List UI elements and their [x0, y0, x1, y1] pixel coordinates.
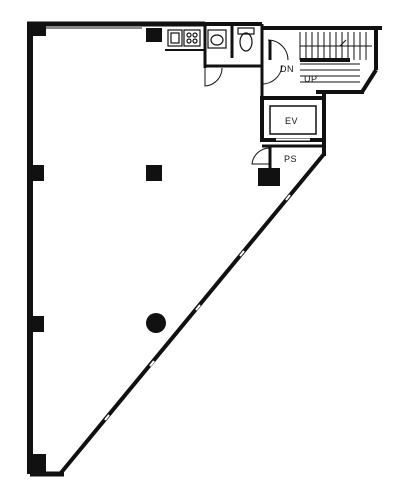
- toilet-icon: [237, 27, 255, 52]
- stair-enclosure: [262, 26, 382, 94]
- elevator-shaft: [260, 96, 326, 142]
- column-icon: [258, 168, 280, 186]
- columns: [30, 22, 280, 474]
- washbasin-icon: [207, 29, 227, 49]
- pipe-shaft-label: PS: [284, 154, 297, 164]
- column-icon: [146, 313, 166, 333]
- elevator-label: EV: [285, 116, 298, 126]
- outer-wall: [27, 21, 326, 477]
- stair-down-label: DN: [280, 64, 294, 74]
- column-icon: [146, 165, 162, 181]
- service-core: [165, 22, 264, 98]
- entrance-door: [261, 39, 289, 85]
- stove-icon: [183, 29, 201, 47]
- pipe-shaft: [251, 144, 324, 170]
- diagonal-window-marks: [104, 194, 291, 421]
- column-icon: [146, 28, 162, 42]
- column-icon: [30, 22, 46, 36]
- stair-up-label: UP: [304, 74, 318, 84]
- stair-arrow-icon: [300, 39, 347, 47]
- kitchen-sink-icon: [167, 29, 183, 47]
- column-icon: [30, 316, 44, 332]
- column-icon: [30, 454, 46, 474]
- column-icon: [30, 165, 44, 181]
